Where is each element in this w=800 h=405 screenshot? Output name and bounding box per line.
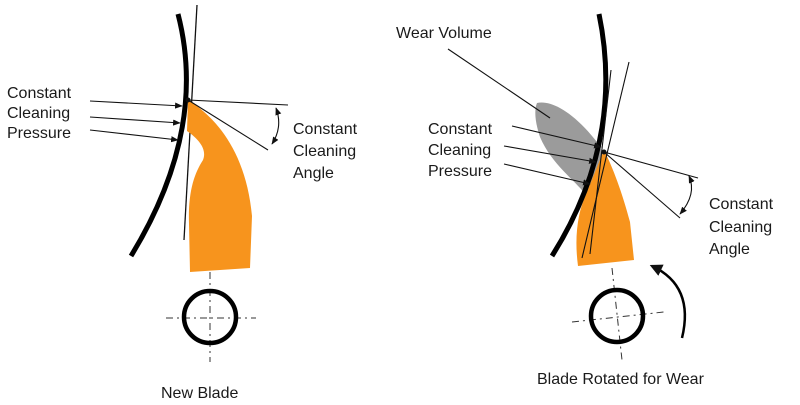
angle-blade-line-left — [187, 99, 269, 151]
tangent-line-right-1 — [589, 69, 612, 255]
angle-ref-line-right — [603, 151, 699, 179]
blade-new — [187, 100, 252, 272]
wear-volume — [535, 102, 604, 194]
pressure-arrow-right-3 — [503, 163, 591, 186]
angle-blade-line-right — [603, 151, 681, 219]
pressure-label-left: Constant Cleaning Pressure — [7, 85, 76, 142]
shaft-right — [588, 287, 646, 345]
shaft-crossline-right — [571, 311, 665, 323]
pressure-arrow-left-2 — [89, 116, 181, 126]
angle-label-right: Constant Cleaning Angle — [709, 196, 778, 258]
pressure-arrow-right-2 — [503, 145, 597, 164]
shaft-left — [181, 288, 239, 346]
angle-ref-line-left — [187, 99, 289, 106]
roller-surface-right — [549, 13, 609, 258]
caption-left: New Blade — [161, 385, 238, 402]
pressure-arrow-right-1 — [511, 125, 602, 149]
angle-arrow-left — [271, 107, 282, 145]
roller-surface-left — [128, 13, 189, 258]
shaft-centerline-right — [611, 267, 623, 361]
right-panel: Wear Volume Constant Cleaning Pressure C… — [396, 13, 778, 388]
wear-volume-pointer — [447, 48, 551, 119]
angle-arrow-right — [679, 175, 695, 215]
tangent-line-right-2 — [581, 61, 630, 259]
angle-label-left: Constant Cleaning Angle — [293, 121, 362, 182]
blade-rotated — [576, 150, 634, 266]
pressure-label-right: Constant Cleaning Pressure — [428, 121, 497, 180]
rotation-arrow — [649, 264, 687, 339]
caption-right: Blade Rotated for Wear — [537, 371, 705, 388]
pressure-arrow-left-1 — [89, 100, 183, 109]
left-panel: Constant Cleaning Pressure Constant Clea… — [7, 4, 362, 402]
pressure-arrow-left-3 — [89, 129, 179, 143]
wear-volume-label: Wear Volume — [396, 25, 492, 42]
